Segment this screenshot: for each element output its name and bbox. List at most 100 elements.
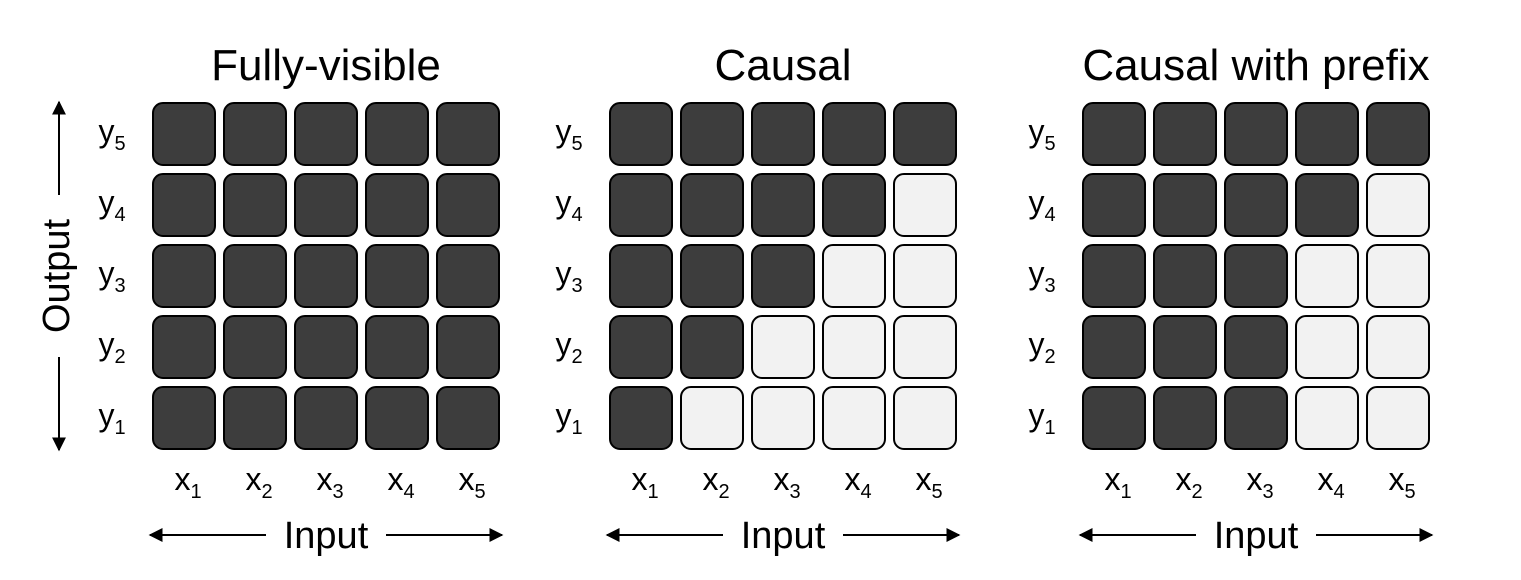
row-label-y4-base: y [98, 184, 114, 220]
row-label-y2-base: y [1028, 326, 1044, 362]
row-label-y5: y5 [98, 113, 125, 155]
mask-cell-r4-c4-masked [1295, 315, 1359, 379]
col-label-x3-subscript: 3 [1262, 481, 1273, 503]
col-label-x1-base: x [174, 461, 190, 497]
mask-cell-r2-c1-visible [152, 173, 216, 237]
input-axis-label: Input [284, 515, 369, 557]
mask-cell-r1-c5-visible [893, 102, 957, 166]
col-label-x3-base: x [316, 461, 332, 497]
mask-cell-r1-c5-visible [436, 102, 500, 166]
col-label-x3-base: x [1246, 461, 1262, 497]
input-axis-label: Input [741, 515, 826, 557]
row-label-y4-subscript: 4 [571, 204, 582, 226]
col-label-x5: x5 [915, 461, 942, 503]
row-label-y3-base: y [555, 255, 571, 291]
col-label-x2-subscript: 2 [1191, 481, 1202, 503]
col-label-x1-subscript: 1 [647, 481, 658, 503]
col-label-x3-subscript: 3 [332, 481, 343, 503]
mask-cell-r1-c2-visible [223, 102, 287, 166]
mask-cell-r5-c2-visible [1153, 386, 1217, 450]
row-label-y2-base: y [98, 326, 114, 362]
col-label-x3: x3 [1246, 461, 1273, 503]
mask-cell-r4-c2-visible [1153, 315, 1217, 379]
mask-cell-r3-c3-visible [294, 244, 358, 308]
mask-cell-r5-c3-visible [294, 386, 358, 450]
row-label-y5-subscript: 5 [114, 133, 125, 155]
row-label-y2: y2 [1028, 326, 1055, 368]
col-label-x1-base: x [1104, 461, 1120, 497]
row-label-y1: y1 [98, 397, 125, 439]
row-label-y3-subscript: 3 [1044, 275, 1055, 297]
panel-title: Causal [715, 41, 852, 90]
mask-cell-r4-c2-visible [680, 315, 744, 379]
col-label-x1-subscript: 1 [190, 481, 201, 503]
mask-cell-r3-c1-visible [152, 244, 216, 308]
mask-cell-r1-c2-visible [680, 102, 744, 166]
row-label-y2-subscript: 2 [571, 346, 582, 368]
col-label-x4: x4 [387, 461, 414, 503]
mask-cell-r2-c4-visible [365, 173, 429, 237]
row-label-y1-subscript: 1 [114, 417, 125, 439]
row-label-y5-base: y [1028, 113, 1044, 149]
row-label-y5-base: y [98, 113, 114, 149]
mask-cell-r1-c5-visible [1366, 102, 1430, 166]
col-label-x3: x3 [316, 461, 343, 503]
mask-cell-r5-c2-visible [223, 386, 287, 450]
mask-cell-r4-c4-masked [822, 315, 886, 379]
panel-title: Fully-visible [211, 41, 441, 90]
row-label-y3-base: y [1028, 255, 1044, 291]
col-label-x2-base: x [702, 461, 718, 497]
row-label-y1: y1 [555, 397, 582, 439]
col-label-x4: x4 [844, 461, 871, 503]
col-label-x2-subscript: 2 [261, 481, 272, 503]
mask-cell-r3-c1-visible [609, 244, 673, 308]
col-label-x5-base: x [915, 461, 931, 497]
mask-cell-r4-c5-masked [893, 315, 957, 379]
row-label-y5-subscript: 5 [1044, 133, 1055, 155]
output-axis: Output [36, 100, 78, 452]
col-label-x3-base: x [773, 461, 789, 497]
col-label-x4-subscript: 4 [403, 481, 414, 503]
row-label-y5-base: y [555, 113, 571, 149]
mask-cell-r4-c5-masked [1366, 315, 1430, 379]
row-label-y2-base: y [555, 326, 571, 362]
mask-cell-r2-c3-visible [294, 173, 358, 237]
row-label-y5: y5 [555, 113, 582, 155]
row-label-y1-base: y [555, 397, 571, 433]
row-label-y5-subscript: 5 [571, 133, 582, 155]
col-label-x5-subscript: 5 [931, 481, 942, 503]
row-label-y4-base: y [1028, 184, 1044, 220]
mask-cell-r2-c1-visible [609, 173, 673, 237]
mask-cell-r2-c3-visible [1224, 173, 1288, 237]
mask-cell-r1-c2-visible [1153, 102, 1217, 166]
mask-cell-r2-c2-visible [1153, 173, 1217, 237]
col-label-x1: x1 [1104, 461, 1131, 503]
col-label-x2: x2 [245, 461, 272, 503]
mask-cell-r5-c5-masked [1366, 386, 1430, 450]
row-label-y2-subscript: 2 [114, 346, 125, 368]
mask-cell-r4-c3-visible [1224, 315, 1288, 379]
mask-cell-r3-c5-masked [1366, 244, 1430, 308]
mask-cell-r4-c3-masked [751, 315, 815, 379]
col-label-x4-base: x [387, 461, 403, 497]
row-label-y4: y4 [1028, 184, 1055, 226]
mask-cell-r2-c1-visible [1082, 173, 1146, 237]
row-label-y3-subscript: 3 [571, 275, 582, 297]
col-label-x5-subscript: 5 [1404, 481, 1415, 503]
col-label-x2-subscript: 2 [718, 481, 729, 503]
mask-cell-r1-c3-visible [1224, 102, 1288, 166]
mask-cell-r3-c1-visible [1082, 244, 1146, 308]
mask-cell-r5-c1-visible [609, 386, 673, 450]
col-label-x4-subscript: 4 [1333, 481, 1344, 503]
mask-cell-r2-c5-masked [1366, 173, 1430, 237]
row-label-y1-subscript: 1 [1044, 417, 1055, 439]
row-label-y3: y3 [1028, 255, 1055, 297]
mask-cell-r3-c2-visible [223, 244, 287, 308]
mask-cell-r2-c4-visible [1295, 173, 1359, 237]
col-label-x5-base: x [458, 461, 474, 497]
mask-cell-r2-c5-visible [436, 173, 500, 237]
mask-cell-r1-c4-visible [365, 102, 429, 166]
row-label-y1: y1 [1028, 397, 1055, 439]
